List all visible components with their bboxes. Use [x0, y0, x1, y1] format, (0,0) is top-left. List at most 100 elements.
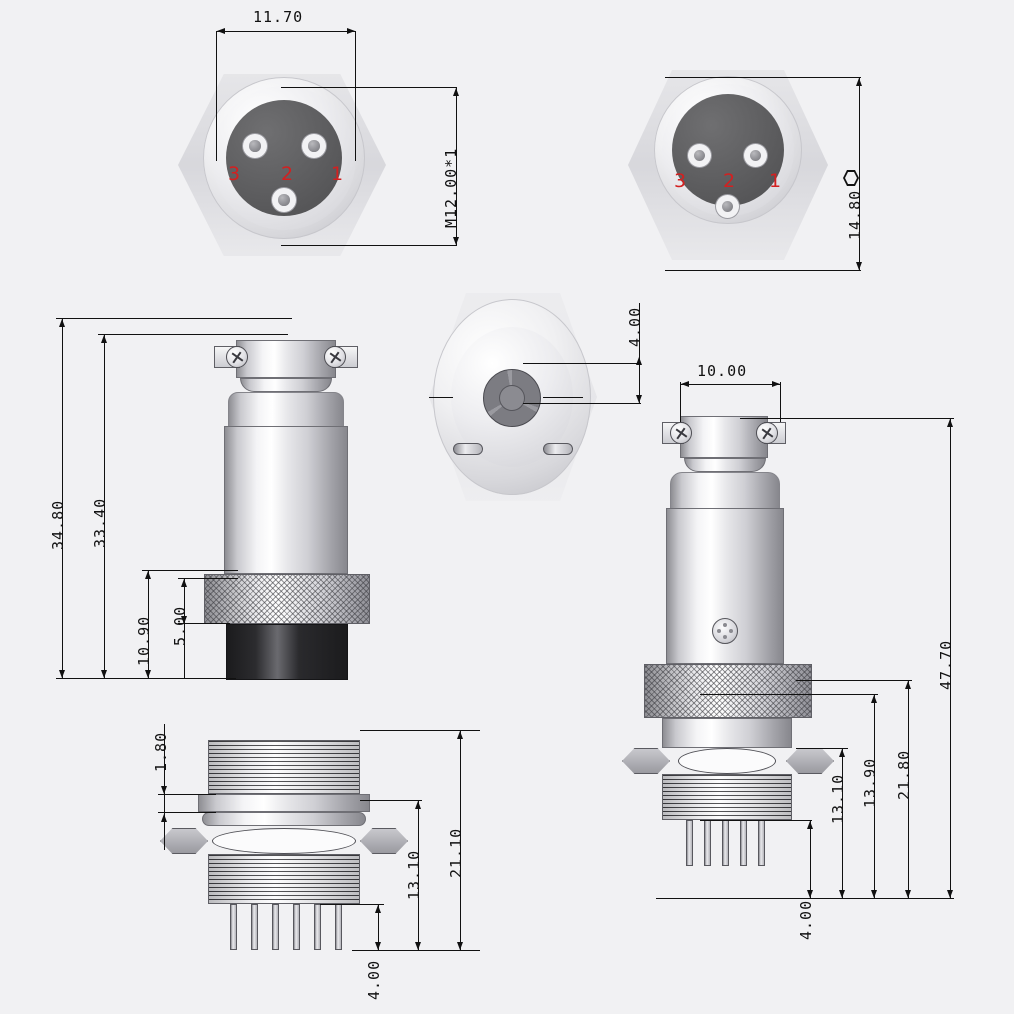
pin-label-3: 3 [674, 170, 687, 192]
ext-line-bot-400r [656, 898, 816, 899]
dim-line-1310bl [418, 800, 419, 950]
flange-ear-left [160, 828, 208, 854]
ext-line-bot-180 [158, 812, 216, 813]
dim-label-pin-bl: 4.00 [365, 959, 383, 1000]
arrow-up-4770 [947, 419, 953, 427]
shoulder [662, 718, 792, 748]
dim-line-400r [810, 820, 811, 898]
screw-left [226, 346, 248, 368]
pin-label-2: 2 [281, 163, 294, 185]
dim-line-1170 [216, 31, 356, 32]
arrow-down-1310r [839, 890, 845, 898]
solder-pin-3 [722, 820, 729, 866]
flange-ear-right [360, 828, 408, 854]
pin-label-3: 3 [228, 163, 241, 185]
pin-label-2: 2 [723, 170, 736, 192]
arrow-down-400r [807, 890, 813, 898]
collar-ring [684, 458, 766, 472]
arrow-down-1390 [871, 890, 877, 898]
arrow-up-1480 [856, 78, 862, 86]
arrow-up-3340 [101, 335, 107, 343]
ext-line-top-4770 [740, 418, 954, 419]
screw-right [324, 346, 346, 368]
dim-line-4770 [950, 418, 951, 898]
view-center-rear: 4.00 [415, 285, 665, 510]
pin-2 [716, 195, 739, 218]
upper-thread [208, 740, 360, 794]
pin-3 [688, 144, 711, 167]
ext-line-top-m12 [281, 87, 457, 88]
view-top-right-face: 3 2 1 14.80 [610, 0, 1014, 300]
ext-line-top-2180 [796, 680, 912, 681]
dim-line-1480 [859, 77, 860, 270]
solder-pin-5 [314, 904, 321, 950]
dim-label-pin-right: 4.00 [797, 899, 815, 940]
lower-thread [208, 854, 360, 904]
solder-pin-1 [230, 904, 237, 950]
arrow-right-1170 [347, 28, 355, 34]
ext-line-bot-1480 [665, 270, 861, 271]
arrow-down-400c [636, 395, 642, 403]
ext-line-top-1310r [796, 748, 848, 749]
solder-pin-3 [272, 904, 279, 950]
ext-line-top-400r [700, 820, 812, 821]
arrow-up-2180 [905, 681, 911, 689]
arrow-down-1480 [856, 262, 862, 270]
ext-line-left-1170 [216, 31, 217, 161]
arrow-down-3480 [59, 670, 65, 678]
solder-pin-2 [704, 820, 711, 866]
flange-plate [198, 794, 370, 812]
dim-line-1390 [874, 694, 875, 898]
dim-label-tail-left: 5.00 [171, 605, 189, 646]
arrow-up-1390 [871, 695, 877, 703]
ext-line-top-180 [158, 794, 216, 795]
cable-boot [226, 624, 348, 680]
screw-right [756, 422, 778, 444]
dim-line-400c [639, 303, 640, 403]
arrow-up-400r [807, 821, 813, 829]
view-bottom-left-elevation: 1.80 21.10 13.10 4.00 [120, 700, 480, 1014]
pin-3 [243, 134, 267, 158]
dim-label-overall-bl: 21.10 [447, 827, 465, 878]
pin-1 [302, 134, 326, 158]
dim-label-cap-right: 10.00 [697, 362, 748, 380]
flange-window [678, 748, 776, 774]
ext-line-bot-m12 [281, 245, 457, 246]
ext-line-top-1090 [142, 570, 238, 571]
pin-2 [272, 188, 296, 212]
arrow-down-m12 [453, 237, 459, 245]
pin-label-1: 1 [769, 170, 782, 192]
ext-line-bot-400c [523, 403, 641, 404]
arrow-right-1000 [772, 381, 780, 387]
screw-left [670, 422, 692, 444]
washer-ring [202, 812, 366, 826]
vent-cap-icon [712, 618, 738, 644]
ext-line-top-400bl [320, 904, 384, 905]
arrow-left-1170 [217, 28, 225, 34]
arrow-up-180 [161, 814, 167, 822]
arrow-down-3340 [101, 670, 107, 678]
arrow-down-2180 [905, 890, 911, 898]
center-mark-right [543, 397, 583, 398]
ext-line-top-500 [178, 578, 238, 579]
arrow-up-2110 [457, 731, 463, 739]
dim-label-overall-right: 47.70 [937, 639, 955, 690]
top-cap [236, 340, 336, 378]
arrow-down-1310bl [415, 942, 421, 950]
dim-line-m12 [456, 87, 457, 245]
dim-line-2110 [460, 730, 461, 950]
solder-pin-2 [251, 904, 258, 950]
knurled-nut [204, 574, 370, 624]
dim-label-hex: 14.80 [846, 189, 864, 240]
view-top-left-face: 3 2 1 11.70 M12.00*1 [0, 0, 470, 290]
ext-line-bot-2110 [352, 950, 480, 951]
view-left-elevation: 34.80 33.40 10.90 5.00 [0, 300, 420, 700]
arrow-up-m12 [453, 88, 459, 96]
dim-line-500 [184, 578, 185, 678]
ext-line-top-2110 [360, 730, 480, 731]
solder-pin-5 [758, 820, 765, 866]
arrow-up-1090 [145, 571, 151, 579]
ext-line-right-1000 [780, 382, 781, 422]
upper-barrel [670, 472, 780, 510]
